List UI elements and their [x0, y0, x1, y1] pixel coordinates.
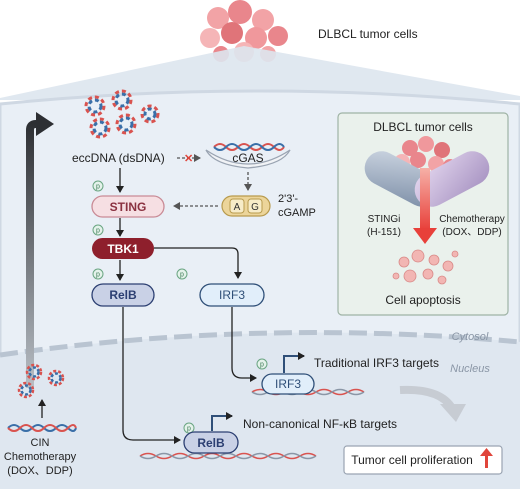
tbk1-node [92, 238, 154, 259]
relb-node [91, 283, 155, 307]
cin-dna-helix [7, 424, 77, 432]
cgamp-g: G [251, 202, 259, 213]
inset-chemo-label-line1: Chemotherapy [439, 214, 505, 225]
proliferation-label: Tumor cell proliferation [351, 453, 473, 467]
cgamp-molecule [221, 195, 271, 217]
apoptosis-label: Cell apoptosis [385, 293, 460, 307]
inset-title: DLBCL tumor cells [373, 120, 473, 134]
phospho-p-tbk1: p [96, 228, 100, 235]
up-red-arrow-icon [480, 448, 493, 468]
eccdna-circles [84, 89, 160, 139]
inhibit-x-icon: ✕ [184, 153, 193, 165]
phospho-p-relb: p [96, 272, 100, 279]
irf3-nuclear-label: IRF3 [275, 377, 301, 391]
phospho-p-sting: p [96, 184, 100, 191]
phospho-p-relb-nuc: p [187, 426, 191, 433]
lower-eccdna-circles [17, 363, 65, 399]
irf3-translocation-arrow [231, 307, 257, 382]
tbk1-to-irf3-arrow [154, 247, 242, 279]
phospho-p-irf3-nuc: p [260, 362, 264, 369]
apoptotic-cells [392, 249, 459, 285]
relb-label: RelB [109, 288, 137, 302]
big-up-arrow [26, 112, 54, 388]
cgamp-a: A [234, 202, 241, 213]
cytosol-label: Cytosol [452, 331, 489, 343]
stingi-label-line2: (H-151) [367, 227, 401, 238]
tbk1-label: TBK1 [107, 242, 139, 256]
zoom-wedge [0, 46, 520, 100]
phospho-p-irf3: p [180, 272, 184, 279]
sting-label: STING [110, 200, 147, 214]
cgas-label: cGAS [232, 151, 263, 165]
irf3-targets-label: Traditional IRF3 targets [314, 356, 439, 370]
apoptosis-red-arrow [413, 168, 437, 244]
phospho-markers [92, 180, 268, 434]
cgamp-label-line2: cGAMP [278, 207, 316, 219]
cgas-enzyme [205, 143, 291, 169]
nucleus-label: Nucleus [450, 363, 490, 375]
chemo-label-line2: (DOX、DDP) [7, 465, 72, 477]
tumor-label: DLBCL tumor cells [318, 27, 418, 41]
irf3-transcription-arrow [283, 352, 305, 373]
inset-chemo-label-line2: (DOX、DDP) [442, 227, 501, 238]
nuclear-envelope [0, 330, 520, 358]
irf3-nuclear-node [261, 373, 315, 395]
relb-nuclear-label: RelB [197, 436, 225, 450]
proliferation-box [343, 445, 503, 475]
nfkb-targets-label: Non-canonical NF-κB targets [243, 417, 397, 431]
relb-nuclear-node [183, 431, 239, 454]
cgamp-label-line1: 2'3'- [278, 193, 298, 205]
irf3-node [199, 283, 265, 307]
relb-transcription-arrow [211, 412, 233, 431]
chemo-label-line1: Chemotherapy [4, 451, 77, 463]
chemotherapy-pill [414, 151, 490, 207]
sting-node [91, 195, 165, 218]
cin-label: CIN [31, 437, 50, 449]
relb-translocation-arrow [122, 307, 181, 444]
stingi-label-line1: STINGi [368, 214, 401, 225]
eccdna-label: eccDNA (dsDNA) [72, 151, 165, 165]
curved-gray-arrow [399, 385, 466, 422]
irf3-label: IRF3 [219, 288, 245, 302]
